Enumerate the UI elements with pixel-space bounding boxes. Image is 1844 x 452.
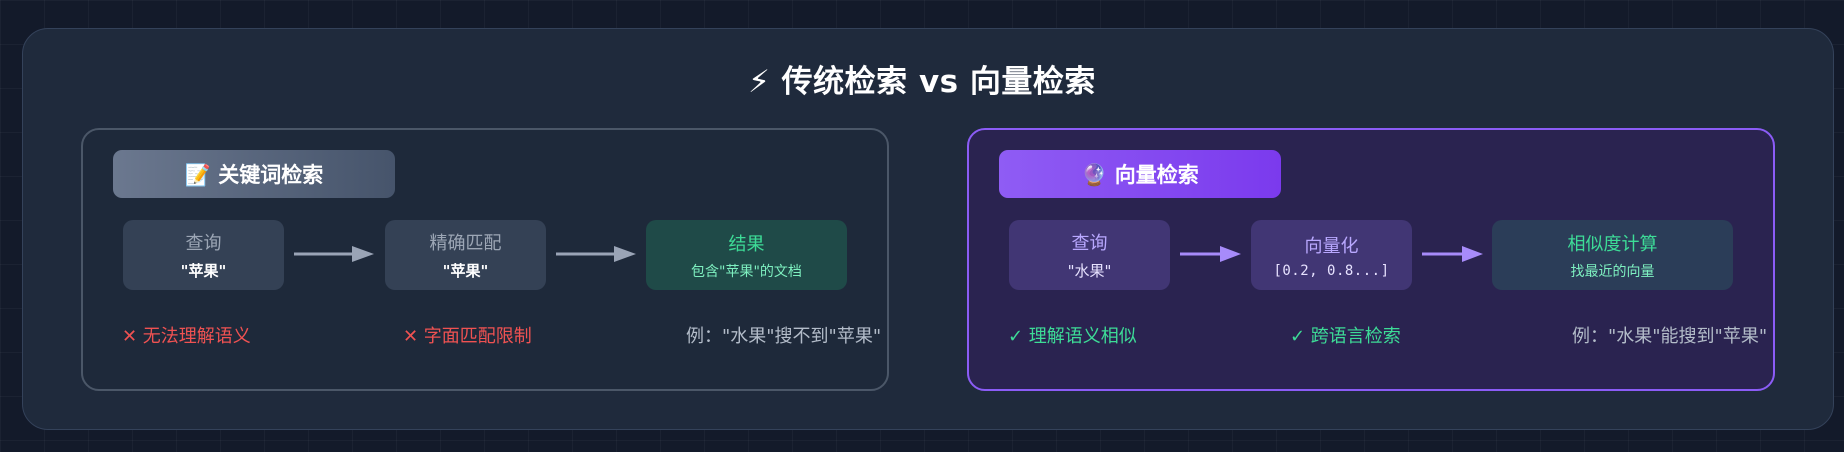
keyword-result-title: 结果 (728, 233, 765, 255)
keyword-result-value: 包含"苹果"的文档 (691, 263, 802, 280)
vector-search-header: 🔮 向量检索 (999, 150, 1281, 198)
arrow-right-icon (556, 246, 636, 262)
vectorize-box: 向量化 [0.2, 0.8...] (1251, 220, 1412, 290)
vectorize-title: 向量化 (1304, 235, 1359, 257)
diagram-title: ⚡ 传统检索 vs 向量检索 (748, 64, 1096, 100)
similarity-title: 相似度计算 (1567, 233, 1658, 255)
keyword-example: 例："水果"搜不到"苹果" (686, 326, 882, 347)
keyword-query-title: 查询 (185, 233, 222, 254)
keyword-match-title: 精确匹配 (429, 233, 502, 254)
arrow-right-icon (1422, 246, 1483, 262)
keyword-result-box: 结果 包含"苹果"的文档 (646, 220, 847, 290)
keyword-query-box: 查询 "苹果" (123, 220, 284, 290)
vector-query-box: 查询 "水果" (1009, 220, 1170, 290)
arrow-right-icon (1180, 246, 1241, 262)
keyword-limitation-literal: ✕ 字面匹配限制 (403, 326, 532, 347)
keyword-match-box: 精确匹配 "苹果" (385, 220, 546, 290)
keyword-search-header: 📝 关键词检索 (113, 150, 395, 198)
vector-query-value: "水果" (1067, 262, 1112, 280)
vector-example: 例："水果"能搜到"苹果" (1572, 326, 1768, 347)
keyword-limitation-semantics: ✕ 无法理解语义 (122, 326, 251, 347)
vector-query-title: 查询 (1071, 233, 1108, 254)
similarity-box: 相似度计算 找最近的向量 (1492, 220, 1733, 290)
keyword-match-value: "苹果" (442, 262, 489, 280)
vector-benefit-semantics: ✓ 理解语义相似 (1008, 326, 1137, 347)
keyword-query-value: "苹果" (180, 262, 227, 280)
vector-benefit-crosslingual: ✓ 跨语言检索 (1290, 326, 1401, 347)
similarity-value: 找最近的向量 (1570, 263, 1655, 280)
arrow-right-icon (294, 246, 374, 262)
vectorize-value: [0.2, 0.8...] (1273, 262, 1390, 279)
